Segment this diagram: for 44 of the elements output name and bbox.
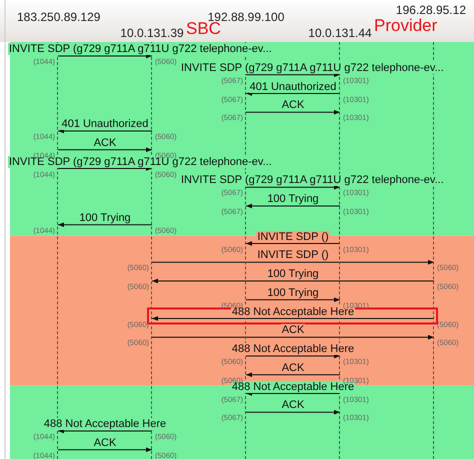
endpoint-address: 196.28.95.12 [396, 3, 466, 17]
message-arrow [58, 54, 152, 58]
message-arrow [246, 354, 340, 358]
message-arrow [246, 241, 340, 246]
message-arrow [58, 147, 152, 152]
message-label: 100 Trying [266, 268, 320, 280]
message-arrow [152, 260, 434, 265]
message-arrow [246, 91, 340, 96]
message-arrow [246, 410, 340, 415]
message-arrow [246, 391, 340, 396]
message-label: INVITE SDP () [256, 249, 330, 262]
message-arrow [246, 72, 340, 78]
message-arrow [152, 278, 434, 284]
message-label: 100 Trying [266, 286, 320, 299]
message-arrow [246, 184, 340, 190]
message-arrow [246, 204, 340, 208]
message-arrow [246, 372, 340, 378]
message-label: ACK [280, 324, 306, 336]
message-label: INVITE SDP (g729 g711A g711U g722 telephone-ev... [180, 174, 445, 186]
message-label: 488 Not Acceptable Here [230, 343, 356, 355]
message-label: 488 Not Acceptable Here [42, 418, 168, 430]
message-label: ACK [280, 99, 306, 112]
message-label: ACK [280, 399, 306, 412]
message-arrow [152, 316, 434, 321]
message-arrow [152, 334, 434, 340]
message-arrow [58, 128, 152, 134]
message-arrow [246, 110, 340, 115]
message-label: 100 Trying [78, 212, 132, 224]
message-arrow [246, 297, 340, 302]
annotation-text: Provider [374, 17, 438, 35]
endpoint-address: 10.0.131.44 [308, 26, 372, 40]
endpoint-address: 183.250.89.129 [17, 10, 100, 24]
message-arrow [58, 428, 152, 434]
endpoint-address: 10.0.131.39 [120, 26, 184, 40]
message-label: INVITE SDP (g729 g711A g711U g722 telephone-ev... [8, 43, 273, 55]
message-arrow [58, 222, 152, 228]
message-arrow [58, 166, 152, 171]
annotation-text: SBC [186, 20, 221, 38]
message-label: 401 Unauthorized [60, 118, 150, 130]
message-arrow [58, 447, 152, 452]
message-label: 401 Unauthorized [248, 80, 338, 92]
message-label: INVITE SDP (g729 g711A g711U g722 telephone-ev... [180, 62, 445, 74]
message-label: 100 Trying [266, 193, 320, 205]
message-label: INVITE SDP () [256, 230, 330, 242]
